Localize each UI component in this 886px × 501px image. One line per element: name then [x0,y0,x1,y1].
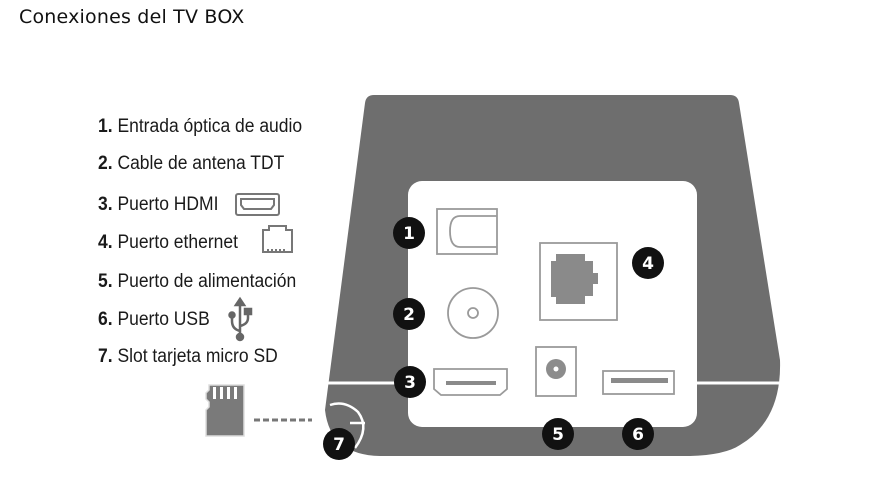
badge-label: 7 [333,435,345,455]
usb-icon [228,296,253,342]
power-port [535,346,577,397]
legend-number: 4. [98,232,113,253]
page-title: Conexiones del TV BOX [19,6,245,28]
microsd-card-icon [205,384,245,437]
hdmi-icon [235,193,280,216]
legend-item-ethernet: 4. Puerto ethernet [98,232,238,254]
badge-6: 6 [622,418,654,450]
legend-label: Slot tarjeta micro SD [117,346,278,367]
badge-3: 3 [394,366,426,398]
legend-item-microsd: 7. Slot tarjeta micro SD [98,346,278,368]
usb-port [602,370,675,395]
legend-number: 3. [98,194,113,215]
optical-audio-port [436,208,498,255]
port-panel [408,181,697,427]
ethernet-icon [262,225,293,253]
legend-number: 7. [98,346,113,367]
legend-number: 5. [98,271,113,292]
legend-label: Cable de antena TDT [117,153,285,174]
badge-1: 1 [393,217,425,249]
legend-label: Entrada óptica de audio [117,116,303,137]
badge-label: 6 [632,425,644,445]
badge-label: 2 [403,305,415,325]
legend-number: 1. [98,116,113,137]
microsd-slot [329,402,365,449]
ethernet-port [539,242,618,321]
legend-item-usb: 6. Puerto USB [98,309,210,331]
legend-item-antenna: 2. Cable de antena TDT [98,153,284,175]
legend-label: Puerto de alimentación [117,271,297,292]
badge-2: 2 [393,298,425,330]
legend-number: 2. [98,153,113,174]
legend-item-optical-audio: 1. Entrada óptica de audio [98,116,302,138]
badge-label: 4 [642,254,654,274]
hdmi-port [433,368,508,396]
badge-label: 1 [403,224,415,244]
badge-label: 3 [404,373,416,393]
antenna-port [447,287,499,339]
badge-label: 5 [552,425,564,445]
legend-label: Puerto HDMI [117,194,219,215]
legend-item-hdmi: 3. Puerto HDMI [98,194,218,216]
legend-number: 6. [98,309,113,330]
legend-label: Puerto USB [117,309,210,330]
legend-item-power: 5. Puerto de alimentación [98,271,296,293]
badge-5: 5 [542,418,574,450]
badge-4: 4 [632,247,664,279]
badge-7: 7 [323,428,355,460]
legend-label: Puerto ethernet [117,232,238,253]
